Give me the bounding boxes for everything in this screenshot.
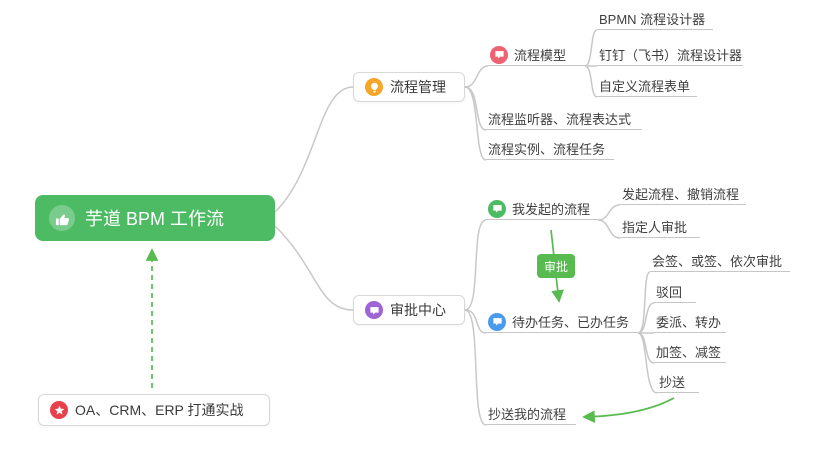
comment-icon [365,301,383,319]
topic-countersign[interactable]: 会签、或签、依次审批 [650,250,790,272]
topic-label: 会签、或签、依次审批 [652,254,783,269]
topic-reject[interactable]: 驳回 [654,281,696,303]
topic-label: 审批中心 [390,302,446,318]
topic-bpmn-designer[interactable]: BPMN 流程设计器 [597,8,713,30]
approve-flow-tag-label: 审批 [543,259,568,274]
topic-label: 抄送我的流程 [488,407,567,422]
lightbulb-icon [365,78,383,96]
topic-add-reduce-sign[interactable]: 加签、减签 [654,341,726,363]
star-icon [50,401,68,419]
topic-todo-done[interactable]: 待办任务、已办任务 [486,311,638,333]
thumbs-up-icon [49,205,75,231]
root-topic[interactable]: 芋道 BPM 工作流 [35,195,275,241]
topic-oa-crm-erp-note[interactable]: OA、CRM、ERP 打通实战 [38,394,270,426]
topic-label: 流程监听器、流程表达式 [488,112,632,127]
approve-flow-tag: 审批 [537,254,575,278]
topic-label: 流程实例、流程任务 [488,142,606,157]
topic-label: 我发起的流程 [512,202,591,217]
root-topic-label: 芋道 BPM 工作流 [85,209,225,229]
topic-dingtalk-designer[interactable]: 钉钉（飞书）流程设计器 [597,44,743,66]
topic-label: 驳回 [656,285,683,300]
topic-label: OA、CRM、ERP 打通实战 [75,402,244,418]
topic-label: 抄送 [659,375,686,390]
topic-process-management[interactable]: 流程管理 [353,72,465,102]
topic-listener-expression[interactable]: 流程监听器、流程表达式 [486,108,642,130]
comment-icon [488,312,506,331]
topic-my-initiated[interactable]: 我发起的流程 [486,198,598,220]
topic-label: 流程管理 [390,79,446,95]
topic-cc-my-process[interactable]: 抄送我的流程 [486,403,576,425]
topic-label: 待办任务、已办任务 [512,315,630,330]
cc-flow-arrow [582,397,675,424]
topic-instance-task[interactable]: 流程实例、流程任务 [486,138,614,160]
topic-process-model[interactable]: 流程模型 [488,44,585,66]
topic-approval-center[interactable]: 审批中心 [353,295,465,325]
topic-cc[interactable]: 抄送 [657,371,699,393]
topic-label: 钉钉（飞书）流程设计器 [599,48,743,63]
topic-label: 委派、转办 [656,315,722,330]
topic-label: BPMN 流程设计器 [599,12,706,27]
topic-delegate-transfer[interactable]: 委派、转办 [654,311,726,333]
topic-label: 加签、减签 [656,345,722,360]
topic-assignee-approval[interactable]: 指定人审批 [620,216,700,238]
comment-icon [490,45,508,64]
topic-label: 自定义流程表单 [599,79,691,94]
topic-label: 流程模型 [514,48,567,63]
topic-initiate-cancel[interactable]: 发起流程、撤销流程 [620,183,746,205]
topic-label: 发起流程、撤销流程 [622,187,740,202]
topic-label: 指定人审批 [622,220,688,235]
topic-custom-form[interactable]: 自定义流程表单 [597,75,697,97]
comment-icon [488,199,506,218]
